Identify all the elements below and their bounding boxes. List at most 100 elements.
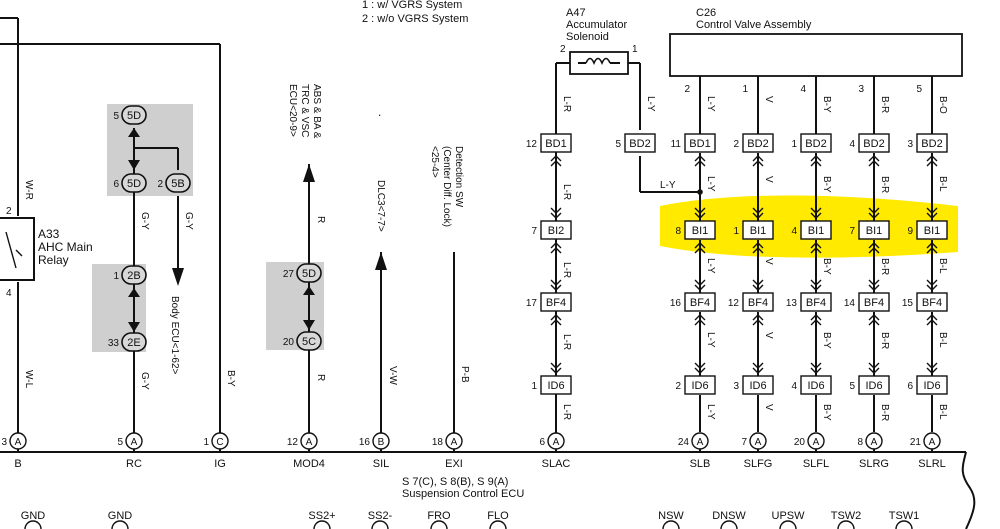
wire-color-slac-4: L-R — [561, 334, 572, 350]
ecu-line-1: S 7(C), S 8(B), S 9(A) — [402, 476, 508, 488]
signal-8: UPSW — [772, 510, 806, 529]
slac-bf4-code: BF4 — [546, 297, 566, 309]
terminal-letter: A — [15, 437, 22, 448]
id-connector-5-pin: 6 — [907, 381, 913, 392]
ref-dlc3: DLC3<7-7> — [375, 180, 386, 232]
id-connector-1: ID6 2 — [675, 375, 716, 395]
ref-det-1: Detection SW — [453, 146, 464, 208]
gray-connector-g5B-code: 5B — [171, 178, 184, 190]
terminal-name: SLB — [690, 458, 711, 470]
slac-bd1-pin: 12 — [526, 139, 538, 150]
wire-color-id-1: L-Y — [705, 404, 716, 420]
sil-harness: DLC3<7-7> V-W — [375, 180, 398, 440]
gray-connector-g5D_bot: 5D 6 — [113, 173, 147, 193]
bf-connector-1-pin: 16 — [670, 298, 682, 309]
signal-4: FRO — [427, 510, 451, 529]
ref-abs-3: ECU<20-9> — [287, 84, 298, 137]
wire-color-bi-1: L-Y — [705, 258, 716, 274]
id-connector-1-code: ID6 — [691, 380, 708, 392]
signal-label: GND — [108, 510, 133, 522]
wire-color-ig: B-Y — [225, 370, 236, 387]
wire-color-slac-2: L-R — [561, 184, 572, 200]
a33-pin-top: 2 — [6, 206, 12, 217]
terminal-letter: A — [306, 437, 313, 448]
ref-det-3: <25-4> — [429, 146, 440, 178]
signal-6: NSW — [658, 510, 684, 529]
bf-connector-3-code: BF4 — [806, 297, 826, 309]
bf-connector-5-pin: 15 — [902, 298, 914, 309]
gray-connector-g5D_top-code: 5D — [127, 110, 141, 122]
c26-name: Control Valve Assembly — [696, 19, 812, 31]
terminal-name: SLFL — [803, 458, 829, 470]
gray-connector-g5D_bot-pin: 6 — [113, 179, 119, 190]
wire-color-top-3: B-Y — [821, 96, 832, 113]
terminal-pin: 12 — [287, 437, 299, 448]
gray-connector-g2B: 2B1 — [113, 265, 147, 285]
c26-pin-3: 4 — [800, 84, 806, 95]
bd-connector-5-code: BD2 — [921, 138, 942, 150]
terminal-letter: A — [871, 437, 878, 448]
gray-connector-g5B: 5B2 — [157, 173, 191, 193]
wire-color-exi: P-B — [459, 366, 470, 383]
wire-color-cross: L-Y — [660, 180, 676, 191]
signal-2: SS2+ — [308, 510, 336, 529]
bf-connector-2-pin: 12 — [728, 298, 740, 309]
wire-color-id-2: V — [763, 404, 774, 411]
gray-connector-g5D_top-pin: 5 — [113, 111, 119, 122]
a47-name-1: Accumulator — [566, 19, 627, 31]
signal-label: UPSW — [772, 510, 806, 522]
bf-connector-4-code: BF4 — [864, 297, 884, 309]
bi-connector-5-pin: 9 — [907, 226, 913, 237]
gray-connector-g5D_bot-code: 5D — [127, 178, 141, 190]
gray-connector-g2E-code: 2E — [127, 337, 140, 349]
id-connector-1-pin: 2 — [675, 381, 681, 392]
left-harness: W-R W-L B-Y — [0, 17, 236, 440]
terminal-pin: 6 — [539, 437, 545, 448]
wire-color-bi-4: B-R — [879, 258, 890, 275]
bi-connector-1-code: BI1 — [692, 225, 709, 237]
signal-5: FLO — [487, 510, 509, 529]
wire-color-mid-1: L-Y — [705, 176, 716, 192]
ref-abs-1: ABS & BA & — [311, 84, 322, 139]
wire-color-bf-5: B-L — [937, 332, 948, 348]
terminal-letter: A — [131, 437, 138, 448]
signal-10: TSW1 — [889, 510, 919, 529]
wire-color-id-3: B-Y — [821, 404, 832, 421]
ref-body-ecu: Body ECU<1-62> — [169, 296, 180, 375]
ref-det-2: (Center Diff. Lock) — [441, 146, 452, 227]
wire-color-top-4: B-R — [879, 96, 890, 113]
signal-label: FRO — [427, 510, 451, 522]
a47-pin-1: 1 — [632, 44, 638, 55]
wire-color-sil: V-W — [387, 366, 398, 385]
bd-connector-2-code: BD2 — [747, 138, 768, 150]
terminal-letter: A — [697, 437, 704, 448]
id-connector-5-code: ID6 — [923, 380, 940, 392]
wire-color-bi-2: V — [763, 258, 774, 265]
id-connector-3-pin: 4 — [791, 381, 797, 392]
terminal-pin: 8 — [857, 437, 863, 448]
terminal-name: SIL — [373, 458, 390, 470]
wire-color-slac-5: L-R — [561, 404, 572, 420]
bottom-terminals: A3BA5RCC1IGA12MOD4B16SILA18EXIA6SLACA24S… — [1, 432, 946, 470]
a33-pin-bottom: 4 — [6, 288, 12, 299]
c26-pin-4: 3 — [858, 84, 864, 95]
ref-abs-2: TRC & VSC — [299, 84, 310, 137]
legend-line-2: 2 : w/o VGRS System — [362, 13, 468, 25]
a33-relay: 2 4 A33 AHC Main Relay — [0, 206, 93, 299]
